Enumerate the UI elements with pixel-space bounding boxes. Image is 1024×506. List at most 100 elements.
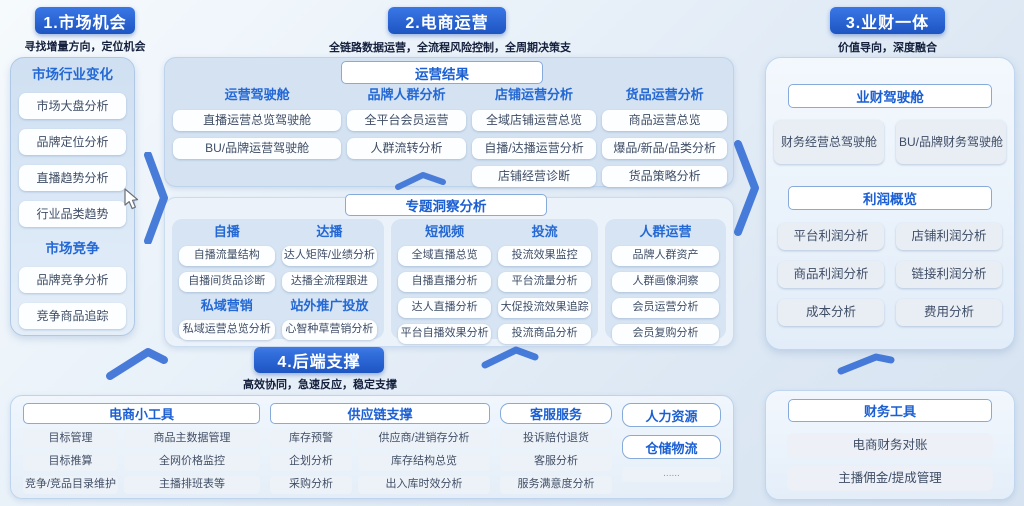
store-analysis-column: 店铺运营分析 全域店铺运营总览自播/达播运营分析店铺经营诊断 bbox=[471, 87, 597, 187]
more-placeholder: ...... bbox=[622, 467, 721, 482]
feature-pill: 目标管理 bbox=[23, 430, 118, 448]
feature-pill: 自播流量结构 bbox=[179, 246, 275, 266]
goods-analysis-header: 货品运营分析 bbox=[625, 87, 704, 102]
feature-pill: 平台利润分析 bbox=[778, 223, 884, 250]
feature-pill: 商品主数据管理 bbox=[124, 430, 260, 448]
feature-pill: 会员运营分析 bbox=[612, 298, 719, 318]
hr-logistics-group: 人力资源 仓储物流 ...... bbox=[622, 403, 721, 491]
feature-pill: 私域运营总览分析 bbox=[179, 320, 275, 340]
cockpit-list: 直播运营总览驾驶舱 BU/品牌运营驾驶舱 bbox=[173, 110, 342, 159]
feature-pill: 财务经营总驾驶舱 bbox=[774, 120, 884, 164]
finance-tools-list: 电商财务对账主播佣金/提成管理 bbox=[787, 433, 993, 491]
market-trends-list: 市场大盘分析品牌定位分析直播趋势分析行业品类趋势 bbox=[11, 93, 134, 227]
store-analysis-header: 店铺运营分析 bbox=[495, 87, 574, 102]
feature-pill: BU/品牌运营驾驶舱 bbox=[173, 138, 342, 159]
feature-pill: 货品策略分析 bbox=[602, 166, 728, 187]
private-domain-list: 私域运营总览分析 bbox=[179, 320, 275, 340]
feature-pill: 直播运营总览驾驶舱 bbox=[173, 110, 342, 131]
feature-pill: 企划分析 bbox=[270, 453, 352, 471]
feature-pill: 全网价格监控 bbox=[124, 453, 260, 471]
feature-pill: 市场大盘分析 bbox=[19, 93, 126, 119]
feature-pill: 自播/达播运营分析 bbox=[471, 138, 597, 159]
talent-broadcast-list: 达人矩阵/业绩分析达播全流程跟进 bbox=[281, 246, 378, 292]
feature-pill: 商品运营总览 bbox=[602, 110, 728, 131]
feature-pill: 全域店铺运营总览 bbox=[471, 110, 597, 131]
self-broadcast-list: 自播流量结构自播间货品诊断 bbox=[179, 246, 275, 292]
finance-tools-header: 财务工具 bbox=[788, 399, 992, 422]
broadcast-subpanel: 自播 自播流量结构自播间货品诊断 私域营销 私域运营总览分析 达播 达人矩阵/业… bbox=[172, 219, 385, 340]
feature-pill: 供应商/进销存分析 bbox=[358, 430, 490, 448]
feature-pill: 投诉赔付退货 bbox=[500, 430, 612, 448]
profit-overview-grid: 平台利润分析店铺利润分析商品利润分析链接利润分析成本分析费用分析 bbox=[778, 223, 1002, 326]
insight-subpanels: 自播 自播流量结构自播间货品诊断 私域营销 私域运营总览分析 达播 达人矩阵/业… bbox=[172, 219, 726, 344]
feature-pill: 费用分析 bbox=[896, 299, 1002, 326]
feature-pill: 人群流转分析 bbox=[347, 138, 466, 159]
goods-analysis-list: 商品运营总览爆品/新品/品类分析货品策略分析 bbox=[602, 110, 728, 187]
feature-pill: 库存预警 bbox=[270, 430, 352, 448]
arrow-right-1 bbox=[144, 152, 168, 244]
feature-pill: 爆品/新品/品类分析 bbox=[602, 138, 728, 159]
section-1-title: 1.市场机会 bbox=[35, 7, 135, 34]
arrow-right-2 bbox=[734, 140, 759, 236]
feature-pill: 全域直播总览 bbox=[398, 246, 492, 266]
short-video-column: 短视频 全域直播总览自播直播分析达人直播分析平台自播效果分析 bbox=[398, 224, 492, 344]
customer-service-group: 客服服务 投诉赔付退货客服分析服务满意度分析 bbox=[500, 403, 612, 494]
feature-pill: 平台自播效果分析 bbox=[398, 324, 492, 344]
arrow-up-mid bbox=[481, 346, 539, 369]
feature-pill: 达人矩阵/业绩分析 bbox=[281, 246, 378, 266]
offsite-promo-list: 心智种草营销分析 bbox=[281, 320, 378, 340]
store-analysis-list: 全域店铺运营总览自播/达播运营分析店铺经营诊断 bbox=[471, 110, 597, 187]
warehouse-logistics-header: 仓储物流 bbox=[622, 435, 721, 459]
feature-pill: 出入库时效分析 bbox=[358, 476, 490, 494]
brand-audience-header: 品牌人群分析 bbox=[367, 87, 446, 102]
finance-tools-panel: 财务工具 电商财务对账主播佣金/提成管理 bbox=[765, 390, 1015, 500]
hr-header: 人力资源 bbox=[622, 403, 721, 427]
offsite-promo-header: 站外推广投放 bbox=[290, 298, 369, 313]
feature-pill: 目标推算 bbox=[23, 453, 118, 471]
market-panel: 市场行业变化 市场大盘分析品牌定位分析直播趋势分析行业品类趋势 市场竞争 品牌竞… bbox=[10, 57, 135, 336]
goods-analysis-column: 货品运营分析 商品运营总览爆品/新品/品类分析货品策略分析 bbox=[602, 87, 728, 187]
brand-audience-column: 品牌人群分析 全平台会员运营人群流转分析 bbox=[347, 87, 466, 180]
feature-pill: 人群画像洞察 bbox=[612, 272, 719, 292]
customer-service-list: 投诉赔付退货客服分析服务满意度分析 bbox=[500, 430, 612, 494]
feature-pill: 达播全流程跟进 bbox=[281, 272, 378, 292]
feature-pill: 服务满意度分析 bbox=[500, 476, 612, 494]
feature-pill: 会员复购分析 bbox=[612, 324, 719, 344]
feature-pill: 主播排班表等 bbox=[124, 476, 260, 494]
feature-pill: 自播直播分析 bbox=[398, 272, 492, 292]
feature-pill: 品牌竞争分析 bbox=[19, 267, 126, 293]
arrow-up-right bbox=[837, 353, 895, 375]
feature-pill: 行业品类趋势 bbox=[19, 201, 126, 227]
feature-pill: 心智种草营销分析 bbox=[281, 320, 378, 340]
supply-chain-group: 供应链支撑 库存预警供应商/进销存分析企划分析库存结构总览采购分析出入库时效分析 bbox=[270, 403, 490, 494]
talent-broadcast-column: 达播 达人矩阵/业绩分析达播全流程跟进 站外推广投放 心智种草营销分析 bbox=[281, 224, 378, 340]
feature-pill: 链接利润分析 bbox=[896, 261, 1002, 288]
ecom-tools-grid: 目标管理商品主数据管理目标推算全网价格监控竞争/竞品目录维护主播排班表等 bbox=[23, 430, 260, 494]
feature-pill: 达人直播分析 bbox=[398, 298, 492, 318]
operation-results-header: 运营结果 bbox=[341, 61, 543, 84]
self-broadcast-header: 自播 bbox=[213, 224, 240, 239]
short-video-header: 短视频 bbox=[425, 224, 465, 239]
ecom-tools-group: 电商小工具 目标管理商品主数据管理目标推算全网价格监控竞争/竞品目录维护主播排班… bbox=[23, 403, 260, 494]
feature-pill: 成本分析 bbox=[778, 299, 884, 326]
feature-pill: 大促投流效果追踪 bbox=[498, 298, 592, 318]
section-3-subtitle: 价值导向，深度融合 bbox=[838, 42, 937, 54]
feature-pill: 品牌人群资产 bbox=[612, 246, 719, 266]
arrow-up-left bbox=[106, 348, 168, 380]
insight-header: 专题洞察分析 bbox=[345, 194, 547, 216]
feature-pill: 投流商品分析 bbox=[498, 324, 592, 344]
ad-flow-header: 投流 bbox=[531, 224, 558, 239]
section-4-title: 4.后端支撑 bbox=[254, 347, 384, 373]
audience-column: 人群运营 品牌人群资产人群画像洞察会员运营分析会员复购分析 bbox=[612, 224, 719, 344]
feature-pill: 直播趋势分析 bbox=[19, 165, 126, 191]
self-broadcast-column: 自播 自播流量结构自播间货品诊断 私域营销 私域运营总览分析 bbox=[179, 224, 275, 340]
feature-pill: 客服分析 bbox=[500, 453, 612, 471]
feature-pill: 自播间货品诊断 bbox=[179, 272, 275, 292]
brand-audience-list: 全平台会员运营人群流转分析 bbox=[347, 110, 466, 159]
feature-pill: 平台流量分析 bbox=[498, 272, 592, 292]
feature-pill: 全平台会员运营 bbox=[347, 110, 466, 131]
